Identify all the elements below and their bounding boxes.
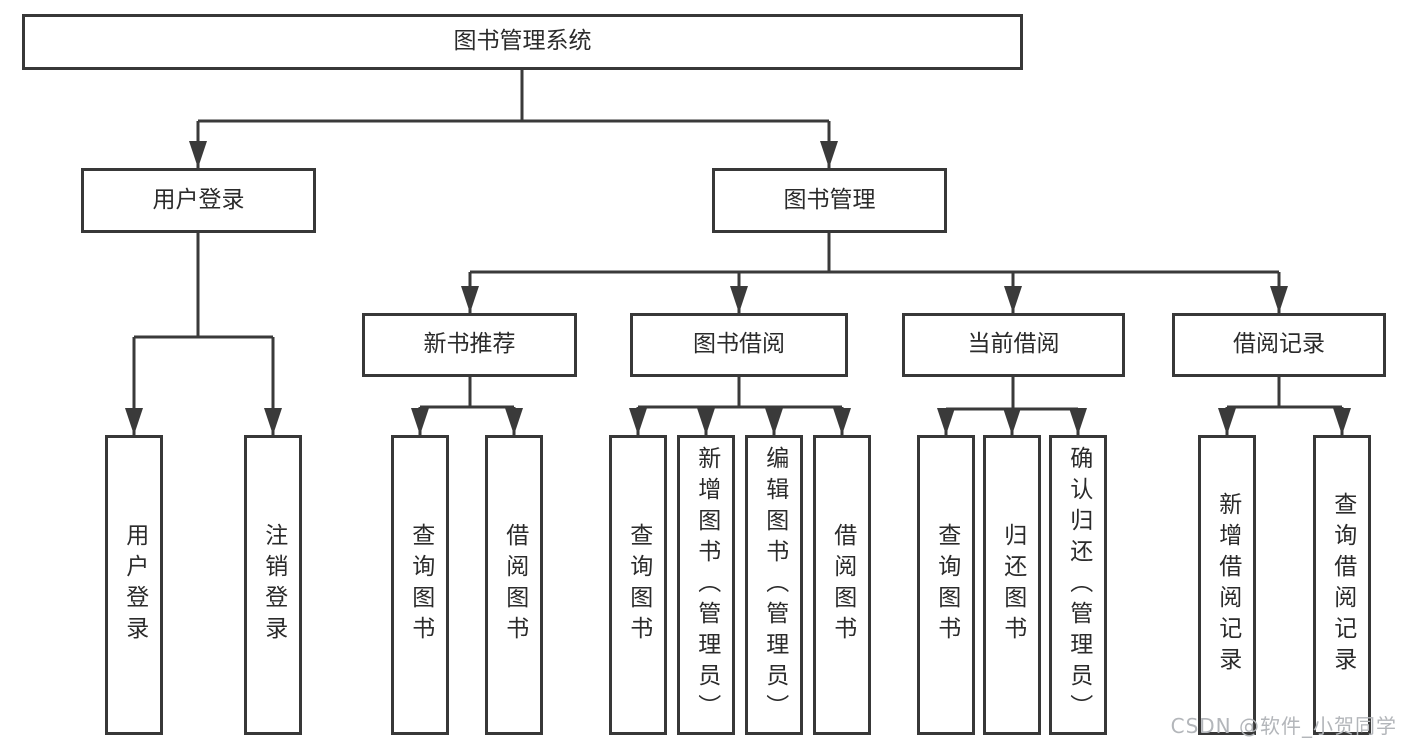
node-leaf-cb-return-books: 归还图书: [983, 435, 1041, 735]
node-new-book-recommend: 新书推荐: [362, 313, 577, 377]
node-leaf-bb-edit-books-admin: 编辑图书（管理员）: [745, 435, 803, 735]
node-label: 查询借阅记录: [1329, 492, 1356, 678]
node-label: 借阅图书: [829, 523, 856, 647]
node-label: 查询图书: [407, 523, 434, 647]
node-leaf-logout: 注销登录: [244, 435, 302, 735]
node-label: 新增图书（管理员）: [693, 445, 720, 725]
node-current-borrowing: 当前借阅: [902, 313, 1125, 377]
node-book-management: 图书管理: [712, 168, 947, 233]
node-label: 当前借阅: [967, 331, 1060, 358]
node-library-system: 图书管理系统: [22, 14, 1023, 70]
node-label: 借阅记录: [1233, 331, 1325, 358]
node-leaf-bb-borrow-books: 借阅图书: [813, 435, 871, 735]
node-book-borrowing: 图书借阅: [630, 313, 848, 377]
node-label: 确认归还（管理员）: [1065, 445, 1092, 725]
node-label: 图书管理: [783, 186, 876, 213]
node-leaf-cb-query-books: 查询图书: [917, 435, 975, 735]
node-label: 编辑图书（管理员）: [761, 445, 788, 725]
node-label: 新书推荐: [423, 331, 516, 358]
node-label: 新增借阅记录: [1214, 492, 1241, 678]
node-leaf-user-login: 用户登录: [105, 435, 163, 735]
node-leaf-rec-add-record: 新增借阅记录: [1198, 435, 1256, 735]
node-label: 用户登录: [121, 523, 148, 647]
node-leaf-bb-query-books: 查询图书: [609, 435, 667, 735]
node-leaf-cb-confirm-return-admin: 确认归还（管理员）: [1049, 435, 1107, 735]
node-label: 查询图书: [933, 523, 960, 647]
node-leaf-rec-query-record: 查询借阅记录: [1313, 435, 1371, 735]
node-leaf-bb-add-books-admin: 新增图书（管理员）: [677, 435, 735, 735]
node-label: 用户登录: [152, 186, 245, 213]
node-label: 借阅图书: [501, 523, 528, 647]
node-label: 查询图书: [625, 523, 652, 647]
node-borrowing-records: 借阅记录: [1172, 313, 1386, 377]
node-user-login: 用户登录: [81, 168, 316, 233]
node-label: 归还图书: [999, 523, 1026, 647]
node-leaf-nb-borrow-books: 借阅图书: [485, 435, 543, 735]
node-label: 注销登录: [260, 523, 287, 647]
node-leaf-nb-query-books: 查询图书: [391, 435, 449, 735]
node-label: 图书借阅: [693, 331, 785, 358]
node-label: 图书管理系统: [453, 28, 592, 55]
